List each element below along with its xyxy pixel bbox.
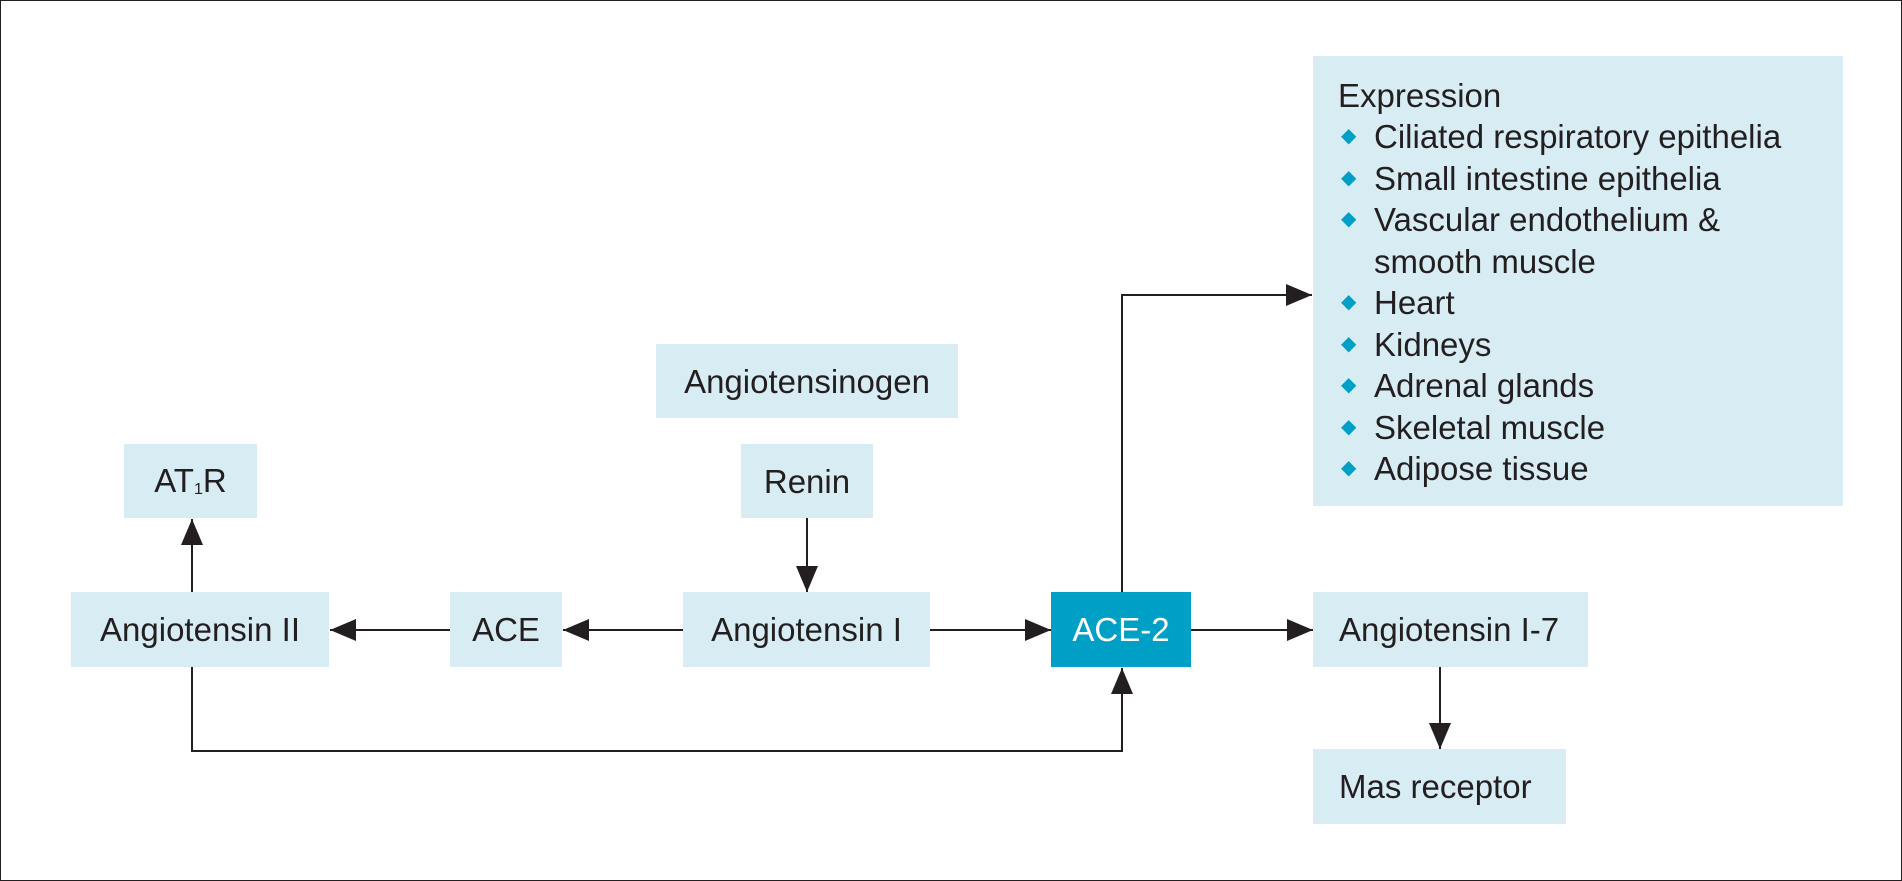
angiotensinogen-box: Angiotensinogen	[656, 344, 958, 418]
expression-item: ◆Skeletal muscle	[1338, 407, 1843, 449]
angiotensin-ii-label: Angiotensin II	[100, 611, 300, 648]
expression-item: ◆Vascular endothelium & smooth muscle	[1341, 201, 1721, 280]
expression-item: ◆Heart	[1338, 282, 1843, 324]
ace-box: ACE	[450, 592, 562, 667]
at1r-label: AT1R	[154, 462, 227, 499]
expression-item: ◆Small intestine epithelia	[1338, 158, 1843, 200]
expression-item: ◆Adipose tissue	[1338, 448, 1843, 490]
expression-panel: Expression ◆Ciliated respiratory epithel…	[1313, 56, 1843, 506]
expression-item: ◆Ciliated respiratory epithelia	[1338, 116, 1843, 158]
arrow-ace2-to-expression	[1121, 284, 1312, 592]
mas-receptor-label: Mas receptor	[1339, 768, 1532, 805]
angiotensin-ii-box: Angiotensin II	[71, 592, 329, 667]
diamond-bullet-icon: ◆	[1341, 332, 1357, 355]
expression-list: ◆Ciliated respiratory epithelia ◆Small i…	[1338, 116, 1843, 490]
diamond-bullet-icon: ◆	[1341, 374, 1357, 396]
ace2-label: ACE-2	[1072, 611, 1170, 648]
diamond-bullet-icon: ◆	[1341, 291, 1357, 313]
diamond-bullet-icon: ◆	[1341, 125, 1357, 147]
angiotensinogen-label: Angiotensinogen	[684, 362, 930, 400]
expression-heading: Expression	[1338, 77, 1502, 114]
diamond-bullet-icon: ◆	[1341, 166, 1357, 189]
renin-label: Renin	[763, 462, 851, 500]
angiotensin-i7-box: Angiotensin I-7	[1313, 592, 1588, 667]
diamond-bullet-icon: ◆	[1341, 208, 1357, 230]
ace-label: ACE	[472, 611, 540, 648]
at1r-box: AT1R	[124, 444, 257, 518]
angiotensin-i7-label: Angiotensin I-7	[1339, 611, 1560, 648]
diamond-bullet-icon: ◆	[1341, 415, 1357, 438]
expression-item: ◆Adrenal glands	[1338, 365, 1843, 407]
arrow-angiotensin-ii-to-ace2	[191, 667, 1133, 752]
mas-receptor-box: Mas receptor	[1313, 749, 1566, 824]
angiotensin-i-label: Angiotensin I	[711, 611, 902, 648]
renin-box: Renin	[741, 444, 873, 518]
diamond-bullet-icon: ◆	[1341, 457, 1357, 479]
expression-item: ◆Kidneys	[1338, 324, 1843, 366]
angiotensin-i-box: Angiotensin I	[683, 592, 930, 667]
ace2-box: ACE-2	[1051, 592, 1191, 667]
